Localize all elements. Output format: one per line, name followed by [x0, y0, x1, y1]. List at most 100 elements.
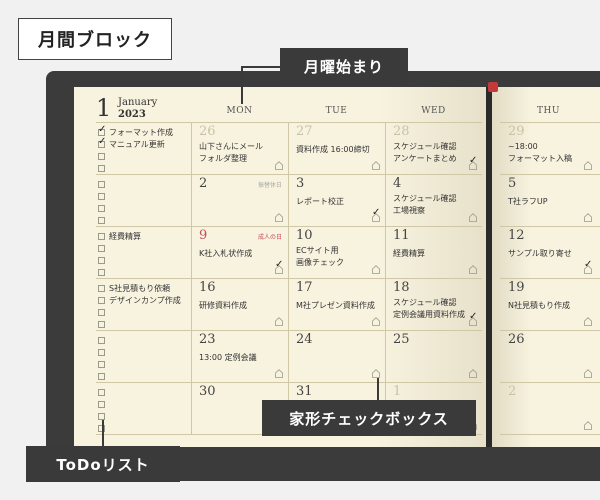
todo-checkbox[interactable]: [98, 400, 105, 408]
todo-item[interactable]: [98, 242, 190, 254]
todo-item[interactable]: [98, 370, 190, 382]
todo-item[interactable]: [98, 346, 190, 358]
todo-checkbox[interactable]: [98, 360, 105, 368]
day-cell[interactable]: 26: [500, 330, 597, 382]
house-checkbox-icon[interactable]: [584, 317, 592, 326]
todo-item[interactable]: [98, 398, 190, 410]
todo-checkbox[interactable]: [98, 192, 105, 200]
planner-left-page: [74, 87, 488, 447]
todo-item[interactable]: [98, 214, 190, 226]
todo-checkbox[interactable]: [98, 232, 105, 240]
todo-checkbox[interactable]: [98, 180, 105, 188]
house-checkbox-icon[interactable]: [584, 369, 592, 378]
todo-text: 経費精算: [109, 231, 141, 241]
house-checkbox-icon[interactable]: [469, 213, 477, 222]
todo-item[interactable]: マニュアル更新: [98, 136, 190, 150]
grid-row-line-right-2: [500, 226, 600, 227]
day-cell[interactable]: 24: [288, 330, 385, 382]
todo-checkbox[interactable]: [98, 388, 105, 396]
house-checkbox-icon[interactable]: [275, 213, 283, 222]
todo-item[interactable]: フォーマット作成: [98, 124, 190, 138]
todo-checkbox[interactable]: [98, 348, 105, 356]
todo-checkbox[interactable]: [98, 320, 105, 328]
todo-item[interactable]: [98, 358, 190, 370]
weekday-header-1: TUE: [325, 106, 348, 116]
todo-item[interactable]: [98, 178, 190, 190]
todo-item[interactable]: デザインカンプ作成: [98, 294, 190, 306]
house-checkbox-icon[interactable]: [584, 421, 592, 430]
day-cell[interactable]: 2: [500, 382, 597, 434]
house-checkbox-icon[interactable]: ✓: [584, 259, 592, 274]
day-note: 資料作成 16:00締切: [296, 145, 370, 154]
todo-checkbox[interactable]: [98, 124, 106, 136]
house-checkbox-icon[interactable]: [469, 369, 477, 378]
todo-checkbox[interactable]: [98, 412, 105, 420]
house-checkbox-icon[interactable]: [372, 161, 380, 170]
year: 2023: [118, 109, 146, 120]
todo-item[interactable]: [98, 386, 190, 398]
todo-item[interactable]: [98, 422, 190, 434]
house-checkbox-icon[interactable]: [469, 265, 477, 274]
todo-checkbox[interactable]: [98, 336, 105, 344]
todo-item[interactable]: [98, 254, 190, 266]
todo-list-week-4: [98, 334, 190, 382]
todo-item[interactable]: [98, 334, 190, 346]
todo-item[interactable]: [98, 162, 190, 174]
day-number: 2: [199, 176, 208, 191]
todo-item[interactable]: 経費精算: [98, 230, 190, 242]
todo-checkbox[interactable]: [98, 296, 105, 304]
todo-checkbox[interactable]: [98, 152, 105, 160]
house-checkbox-icon[interactable]: ✓: [469, 155, 477, 170]
day-number: 30: [199, 384, 216, 399]
todo-item[interactable]: [98, 306, 190, 318]
house-checkbox-icon[interactable]: [372, 265, 380, 274]
house-checkbox-icon[interactable]: [275, 317, 283, 326]
todo-list-callout: ToDoリスト: [26, 446, 180, 482]
todo-checkbox[interactable]: [98, 216, 105, 224]
todo-item[interactable]: [98, 318, 190, 330]
day-cell[interactable]: 25: [385, 330, 482, 382]
house-checkbox-icon[interactable]: [372, 369, 380, 378]
house-checkbox-icon[interactable]: ✓: [372, 207, 380, 222]
house-checkbox-icon[interactable]: [584, 161, 592, 170]
todo-checkbox[interactable]: [98, 372, 105, 380]
todo-checkbox[interactable]: [98, 308, 105, 316]
todo-item[interactable]: [98, 410, 190, 422]
house-checkbox-icon[interactable]: ✓: [469, 311, 477, 326]
todo-item[interactable]: [98, 266, 190, 278]
todo-item[interactable]: [98, 150, 190, 162]
todo-checkbox[interactable]: [98, 256, 105, 264]
house-checkbox-icon[interactable]: [584, 213, 592, 222]
todo-checkbox[interactable]: [98, 268, 105, 276]
todo-checkbox[interactable]: [98, 244, 105, 252]
house-checkbox-icon[interactable]: ✓: [275, 259, 283, 274]
todo-checkbox[interactable]: [98, 284, 105, 292]
house-checkbox-icon[interactable]: [275, 369, 283, 378]
todo-item[interactable]: [98, 190, 190, 202]
house-checkbox-icon[interactable]: [372, 317, 380, 326]
todo-item[interactable]: S社見積もり依頼: [98, 282, 190, 294]
todo-checkbox[interactable]: [98, 424, 105, 432]
house-checkbox-icon[interactable]: [275, 161, 283, 170]
todo-item[interactable]: [98, 202, 190, 214]
todo-checkbox[interactable]: [98, 164, 105, 172]
todo-checkbox[interactable]: [98, 204, 105, 212]
todo-checkbox[interactable]: [98, 136, 106, 148]
